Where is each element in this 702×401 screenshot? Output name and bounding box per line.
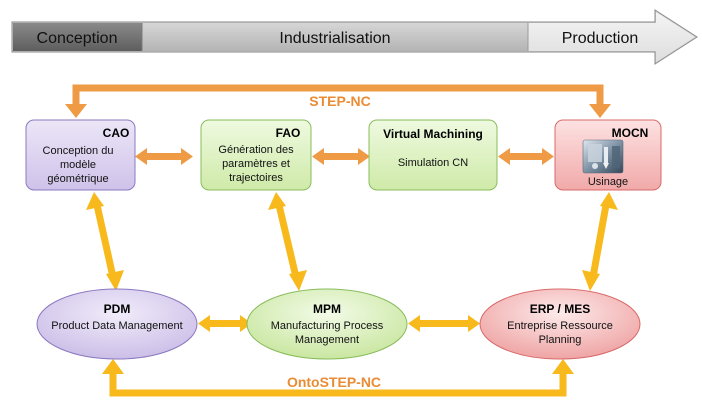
vertical-links — [86, 192, 618, 291]
node-cao-title: CAO — [103, 126, 130, 140]
node-mpm-ellipse — [246, 288, 408, 360]
link-fao-vm — [312, 148, 370, 165]
phase-conception-label: Conception — [37, 30, 118, 47]
link-cao-fao — [135, 148, 193, 165]
node-fao-line: Génération des — [218, 144, 294, 156]
node-cao-line: géométrique — [47, 173, 108, 185]
link-pdm-mpm — [198, 315, 252, 332]
ontostep-nc-label: OntoSTEP-NC — [287, 374, 381, 390]
node-mpm-line: Manufacturing Process — [271, 320, 384, 332]
ontostep-nc-arrowhead-left — [102, 359, 124, 374]
node-erp-mes-title: ERP / MES — [530, 302, 590, 316]
node-cao-line: Conception du — [43, 145, 114, 157]
node-fao-box — [200, 119, 312, 191]
node-virtual-machining: Virtual Machining Simulation CN — [368, 119, 498, 191]
node-pdm-title: PDM — [104, 302, 131, 316]
node-erp-mes-ellipse — [479, 288, 641, 360]
node-mocn-title: MOCN — [612, 126, 649, 140]
node-pdm: PDM Product Data Management — [36, 288, 198, 360]
node-mocn-line: Usinage — [588, 176, 628, 188]
link-mocn-erp — [582, 192, 618, 291]
node-mpm: MPM Manufacturing Process Management — [246, 288, 408, 360]
node-cao-box — [25, 119, 136, 191]
link-mpm-erp — [408, 315, 480, 332]
node-fao-line: trajectoires — [229, 172, 283, 184]
node-fao: FAO Génération des paramètres et traject… — [200, 119, 312, 191]
node-fao-title: FAO — [276, 126, 301, 140]
bottom-row-links — [198, 315, 480, 332]
phase-production-block — [528, 12, 695, 62]
node-erp-mes-line: Planning — [539, 334, 582, 346]
step-nc-label: STEP-NC — [309, 93, 370, 109]
step-nc-arrowhead-right — [589, 104, 611, 118]
timeline-bar: Conception Industrialisation Production — [11, 9, 698, 65]
node-erp-mes: ERP / MES Entreprise Ressource Planning — [479, 288, 641, 360]
node-virtual-machining-box — [368, 119, 498, 191]
phase-production-label: Production — [562, 30, 639, 47]
ontostep-nc-connector: OntoSTEP-NC — [102, 359, 574, 397]
node-cao-line: modèle — [60, 159, 96, 171]
node-erp-mes-line: Entreprise Ressource — [507, 320, 613, 332]
step-nc-arrowhead-left — [65, 104, 87, 118]
node-cao: CAO Conception du modèle géométrique — [25, 119, 136, 191]
link-vm-mocn — [498, 148, 554, 165]
step-nc-connector: STEP-NC — [65, 84, 611, 118]
link-fao-mpm — [268, 192, 307, 291]
phase-industrialisation-label: Industrialisation — [279, 30, 390, 47]
node-mpm-title: MPM — [313, 302, 341, 316]
step-nc-arrow-line — [72, 84, 604, 108]
node-virtual-machining-title: Virtual Machining — [383, 127, 483, 141]
ontostep-nc-arrow-line — [109, 372, 567, 397]
cnc-machine-icon — [582, 139, 624, 174]
node-pdm-line: Product Data Management — [51, 320, 182, 332]
phase-industrialisation-block — [142, 23, 528, 51]
node-virtual-machining-line: Simulation CN — [398, 157, 468, 169]
node-mocn: MOCN Usinage — [554, 119, 662, 191]
phase-conception-block — [13, 23, 142, 51]
ontostep-nc-arrowhead-right — [552, 359, 574, 374]
link-cao-pdm — [86, 192, 124, 291]
node-pdm-ellipse — [36, 288, 198, 360]
node-fao-line: paramètres et — [222, 158, 290, 170]
top-row-links — [135, 148, 554, 165]
node-mpm-line: Management — [295, 334, 359, 346]
